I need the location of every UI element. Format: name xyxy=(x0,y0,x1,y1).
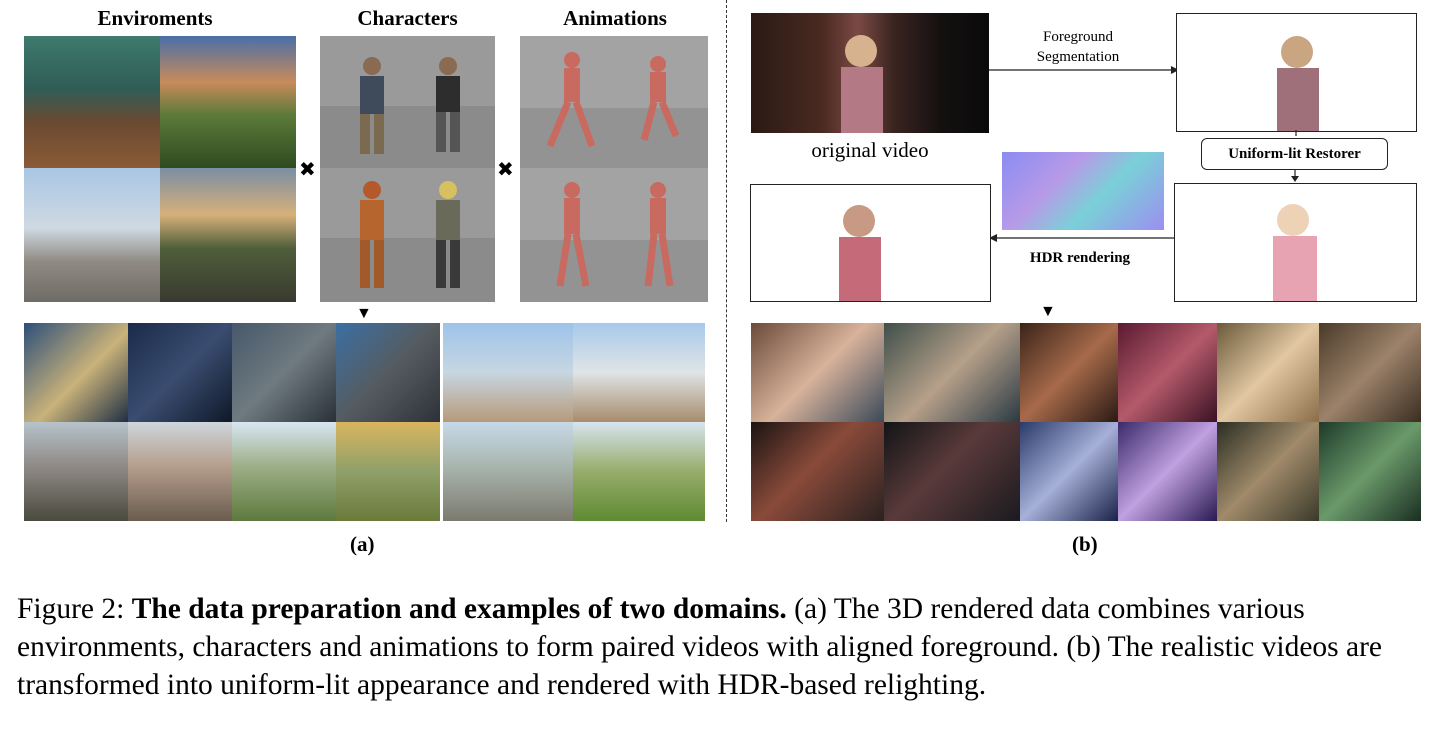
example-frame xyxy=(573,422,705,521)
example-frame xyxy=(128,422,232,521)
example-frame xyxy=(751,422,884,521)
figure-caption: Figure 2: The data preparation and examp… xyxy=(17,590,1437,704)
segmented-woman-figure xyxy=(1277,36,1319,131)
uniform-lit-restorer-box: Uniform-lit Restorer xyxy=(1201,138,1388,170)
panel-divider xyxy=(726,0,727,522)
example-frame xyxy=(1319,422,1421,521)
example-frame xyxy=(24,422,128,521)
segmented-foreground-frame xyxy=(1176,13,1417,132)
character-figures-top xyxy=(320,57,495,168)
down-arrow-icon: ▼ xyxy=(1040,303,1056,320)
example-frame xyxy=(232,323,336,422)
example-frame xyxy=(751,323,884,422)
environment-image-road xyxy=(24,168,160,302)
environments-header: Enviroments xyxy=(97,6,213,30)
relit-result-frame xyxy=(750,184,991,302)
character-figures-bottom xyxy=(320,181,495,302)
animation-image-1 xyxy=(520,36,708,168)
caption-prefix: Figure 2: xyxy=(17,593,132,625)
original-video-frame xyxy=(751,13,989,133)
character-image-2 xyxy=(320,168,495,302)
example-frame xyxy=(1217,323,1319,422)
environment-image-interior xyxy=(24,36,160,168)
example-frame xyxy=(128,323,232,422)
example-frame xyxy=(336,422,440,521)
character-image-1 xyxy=(320,36,495,168)
woman-figure xyxy=(841,35,883,133)
arrow-left-icon xyxy=(989,234,1175,242)
times-icon: ✖ xyxy=(299,159,316,181)
example-frame xyxy=(443,422,573,521)
animations-header: Animations xyxy=(563,6,667,30)
panel-a-label: (a) xyxy=(350,532,375,556)
normal-map-image xyxy=(1002,152,1164,230)
uniform-lit-frame xyxy=(1174,183,1417,302)
environment-image-park-sunset xyxy=(160,168,296,302)
original-video-label: original video xyxy=(811,138,929,162)
down-arrow-icon: ▼ xyxy=(356,305,372,322)
example-frame xyxy=(1118,422,1217,521)
animation-image-2 xyxy=(520,168,708,302)
panel-b-label: (b) xyxy=(1072,532,1098,556)
example-frame xyxy=(1020,323,1118,422)
example-frame xyxy=(1118,323,1217,422)
example-frame xyxy=(443,323,573,422)
example-frame xyxy=(24,323,128,422)
arrow-down-icon xyxy=(1295,130,1297,136)
example-frame xyxy=(884,422,1020,521)
times-icon: ✖ xyxy=(497,159,514,181)
uniform-lit-woman-figure xyxy=(1273,204,1317,301)
foreground-segmentation-label: Foreground Segmentation xyxy=(1036,29,1120,65)
characters-header: Characters xyxy=(357,6,458,30)
environment-image-mountains xyxy=(160,36,296,168)
arrow-right-icon xyxy=(989,66,1179,74)
example-frame xyxy=(232,422,336,521)
arrow-down-icon xyxy=(1291,169,1299,182)
example-frame xyxy=(1217,422,1319,521)
mannequin-poses-top xyxy=(520,52,708,168)
mannequin-poses-bottom xyxy=(520,182,708,302)
caption-title: The data preparation and examples of two… xyxy=(131,593,787,625)
relit-woman-figure xyxy=(839,205,881,301)
example-frame xyxy=(884,323,1020,422)
example-frame xyxy=(1020,422,1118,521)
example-frame xyxy=(336,323,440,422)
caption-body: (a) The 3D rendered data combines variou… xyxy=(17,593,1383,701)
example-frame xyxy=(573,323,705,422)
example-frame xyxy=(1319,323,1421,422)
hdr-rendering-label: HDR rendering xyxy=(1029,250,1131,266)
